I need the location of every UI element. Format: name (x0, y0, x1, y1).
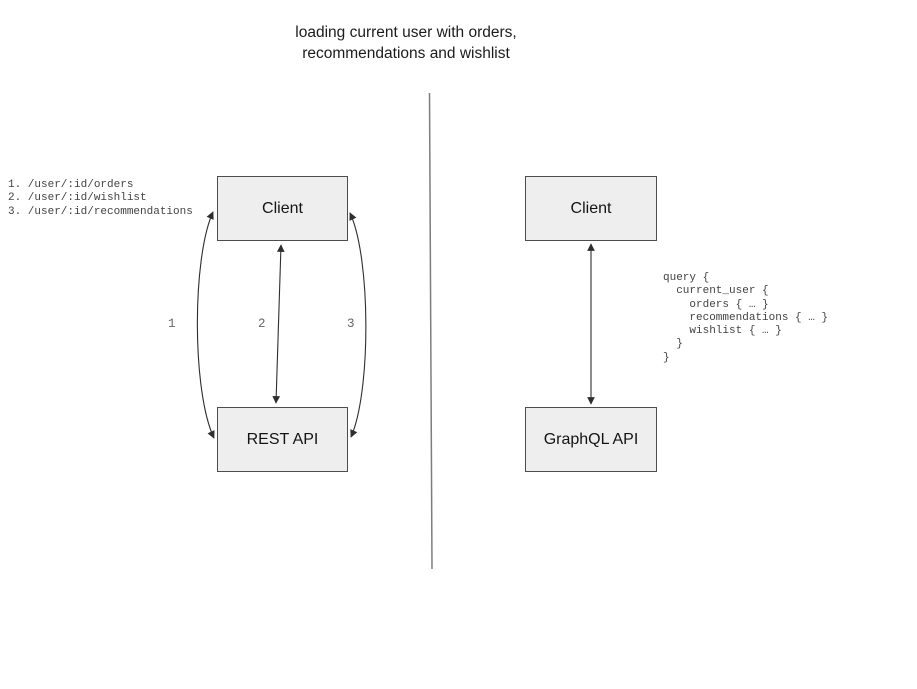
rest-arrow-label-3: 3 (347, 317, 355, 331)
graphql-api-box-label: GraphQL API (543, 430, 639, 448)
rest-api-box-label: REST API (246, 430, 319, 448)
graphql-client-box: Client (525, 176, 657, 241)
panel-divider-line (428, 92, 433, 570)
graphql-client-box-label: Client (570, 199, 612, 217)
rest-arrow-1-curve (196, 211, 215, 439)
rest-arrow-label-1: 1 (168, 317, 176, 331)
graphql-api-box: GraphQL API (525, 407, 657, 472)
diagram-title: loading current user with orders, recomm… (295, 24, 517, 62)
rest-endpoints-list: 1. /user/:id/orders 2. /user/:id/wishlis… (8, 179, 193, 218)
rest-client-box-label: Client (262, 199, 303, 217)
rest-client-box: Client (217, 176, 348, 241)
rest-arrow-2-line (272, 244, 285, 404)
rest-arrow-label-2: 2 (258, 317, 266, 331)
graphql-query-snippet: query { current_user { orders { … } reco… (663, 272, 829, 364)
rest-api-box: REST API (217, 407, 348, 472)
